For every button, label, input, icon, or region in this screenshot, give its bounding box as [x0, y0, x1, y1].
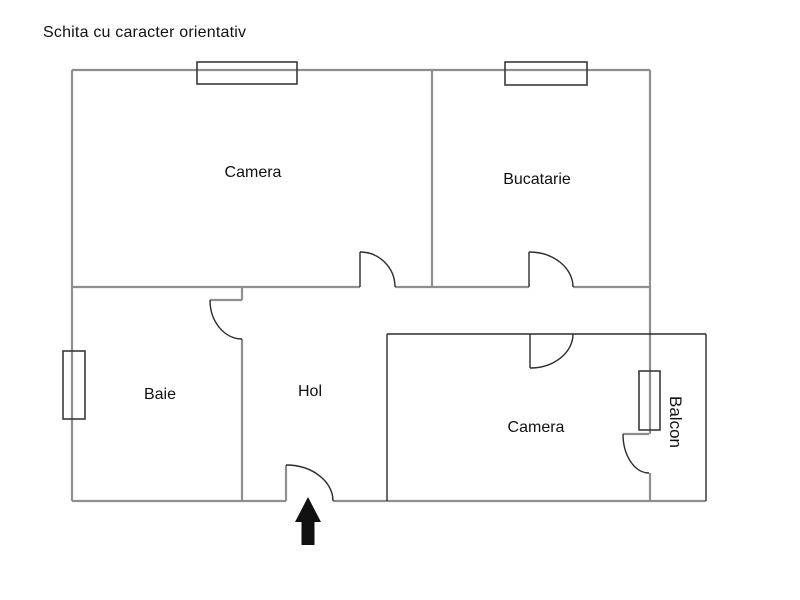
door-swing-arc [622, 433, 650, 474]
entrance-arrow-icon [295, 497, 321, 545]
door-swing-arc [528, 251, 574, 288]
window-symbol [196, 61, 298, 85]
door-swing-arc [529, 333, 574, 369]
window-symbol [638, 370, 661, 431]
door-swing-arc [359, 251, 396, 288]
room-label-camera-1: Camera [224, 164, 282, 181]
door-swing-arc [285, 464, 334, 502]
room-label-balcon: Balcon [666, 396, 685, 448]
window-symbol [62, 350, 86, 420]
sketch-title: Schita cu caracter orientativ [43, 24, 247, 41]
door-swing-arc [209, 299, 243, 340]
room-label-camera-2: Camera [507, 419, 565, 436]
room-label-bucatarie: Bucatarie [503, 171, 571, 188]
room-label-hol: Hol [297, 383, 323, 400]
room-label-baie: Baie [143, 386, 177, 403]
window-symbol [504, 61, 588, 86]
